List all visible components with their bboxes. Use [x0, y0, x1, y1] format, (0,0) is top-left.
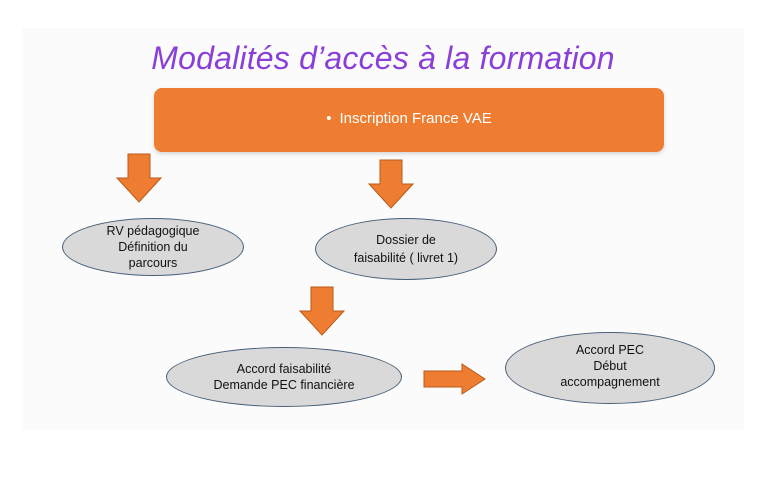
node-text: RV pédagogique: [106, 224, 200, 238]
down-arrow-3: [298, 286, 346, 336]
down-arrow-2: [367, 159, 415, 209]
node-text: Début: [593, 359, 627, 373]
node-text: accompagnement: [560, 375, 660, 389]
node-text: Demande PEC financière: [213, 378, 355, 392]
banner-label: Inscription France VAE: [339, 110, 492, 127]
node-text: Définition du: [118, 240, 188, 254]
bullet-glyph: •: [326, 110, 332, 127]
node-accord-pec: Accord PEC Début accompagnement: [505, 332, 715, 404]
right-arrow: [423, 363, 486, 395]
node-text: faisabilité ( livret 1): [353, 251, 459, 265]
node-text: Dossier de: [376, 233, 436, 247]
down-arrow-1: [115, 153, 163, 203]
node-accord-faisabilite: Accord faisabilité Demande PEC financièr…: [166, 347, 402, 407]
node-rv-pedagogique: RV pédagogique Définition du parcours: [62, 218, 244, 276]
banner-inscription: • Inscription France VAE: [154, 88, 664, 152]
node-text: Accord faisabilité: [236, 362, 332, 376]
node-text: parcours: [128, 256, 178, 270]
node-dossier-faisabilite: Dossier de faisabilité ( livret 1): [315, 218, 497, 280]
node-text: Accord PEC: [575, 343, 645, 357]
page-title: Modalités d’accès à la formation: [151, 40, 615, 76]
banner-text: • Inscription France VAE: [154, 110, 664, 127]
